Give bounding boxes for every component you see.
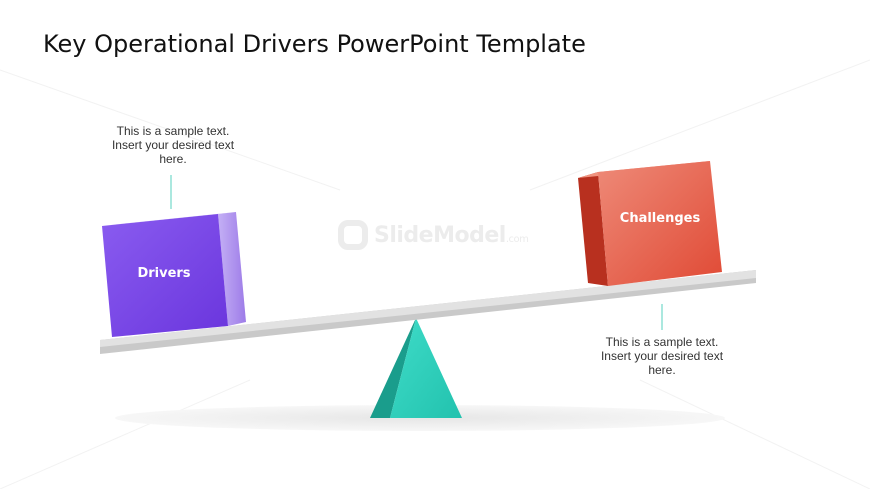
slidemodel-logo-icon (338, 220, 368, 250)
caption-line: Insert your desired text (600, 349, 724, 363)
challenges-block: Challenges (578, 161, 722, 286)
slide-title: Key Operational Drivers PowerPoint Templ… (43, 30, 586, 58)
caption-line: Insert your desired text (111, 138, 235, 152)
fulcrum-triangle (370, 318, 462, 418)
drivers-caption: This is a sample text. Insert your desir… (88, 124, 258, 166)
caption-line: This is a sample text. (116, 124, 230, 138)
background-lines (0, 59, 870, 489)
watermark-text: SlideModel.com (374, 223, 529, 248)
caption-line: This is a sample text. (605, 335, 719, 349)
caption-line: here. (648, 363, 676, 377)
watermark: SlideModel.com (336, 218, 546, 258)
challenges-label: Challenges (620, 211, 701, 226)
drivers-block: Drivers (102, 212, 246, 337)
seesaw-plank (100, 270, 756, 354)
caption-line: here. (159, 152, 187, 166)
challenges-caption: This is a sample text. Insert your desir… (577, 335, 747, 377)
drivers-label: Drivers (137, 266, 190, 281)
